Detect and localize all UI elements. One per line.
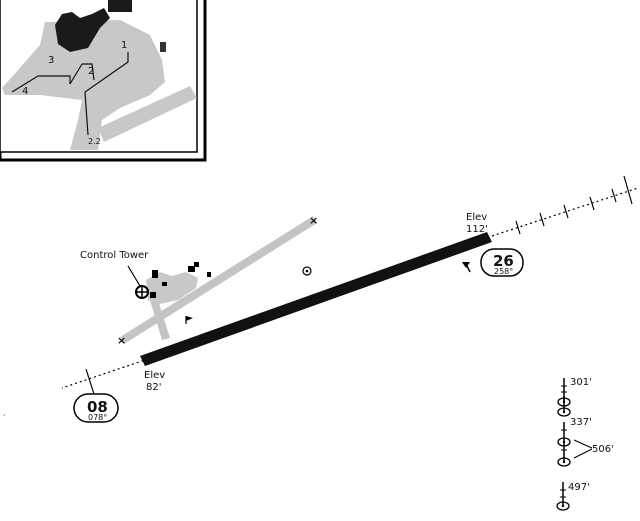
obstacle-label-497: 497' <box>568 482 590 493</box>
elev-west-value: 82' <box>146 382 161 393</box>
runway-26-heading: 258° <box>494 267 513 276</box>
runway-08-oval <box>73 393 119 423</box>
inset-map: 1 2 3 4 2.2 <box>0 0 207 162</box>
main-runway <box>140 232 492 366</box>
inset-label-4: 4 <box>22 86 28 97</box>
stray-mark: · <box>3 411 6 420</box>
obstacle-label-506: 506' <box>592 444 614 455</box>
wind-indicator-icon-west <box>185 316 193 324</box>
runway-26-oval <box>480 248 524 277</box>
runway-end-08: Elev 82' 08 078° <box>73 370 165 423</box>
runway-end-26: Elev 112' 26 258° <box>466 212 524 277</box>
runway-end-x-sw: × <box>117 334 126 347</box>
inset-scale-label: 2.2 <box>88 137 101 146</box>
obstacle-pointer <box>573 439 593 449</box>
control-tower-label: Control Tower <box>80 250 149 261</box>
obstacle-tower-icon <box>557 396 571 417</box>
airport-beacon-icon <box>302 266 312 276</box>
inset-label-2: 2 <box>88 66 94 77</box>
inset-buildings <box>55 8 110 52</box>
elev-west-label: Elev <box>144 370 165 381</box>
elev-east-value: 112' <box>466 224 488 235</box>
runway-end-x-ne: × <box>309 214 318 227</box>
runway-08-number: 08 <box>87 398 108 416</box>
runway-08-heading: 078° <box>88 413 107 422</box>
obstacle-label-337: 337' <box>570 417 592 428</box>
obstacle-pointer <box>573 448 593 459</box>
inset-building-small <box>160 42 166 52</box>
secondary-runway: × × <box>117 214 318 347</box>
extended-centerline-west <box>61 358 149 395</box>
wind-indicator-icon-east <box>462 262 471 273</box>
runway-26-number: 26 <box>493 252 514 270</box>
terminal-apron <box>146 262 211 304</box>
obstacle-tower-icon <box>556 482 570 511</box>
inset-taxi-lines <box>11 52 129 136</box>
inset-runway-strip <box>98 86 197 142</box>
obstacle-tower-icon <box>557 442 571 467</box>
elev-east-label: Elev <box>466 212 487 223</box>
inset-apron <box>2 20 165 150</box>
inset-label-3: 3 <box>48 55 54 66</box>
obstacle-label-301: 301' <box>570 377 592 388</box>
connector-taxiway <box>150 300 170 340</box>
inset-building-top <box>108 0 132 12</box>
inset-label-1: 1 <box>121 40 127 51</box>
control-tower-icon <box>127 265 149 299</box>
extended-centerline-east <box>491 175 639 237</box>
